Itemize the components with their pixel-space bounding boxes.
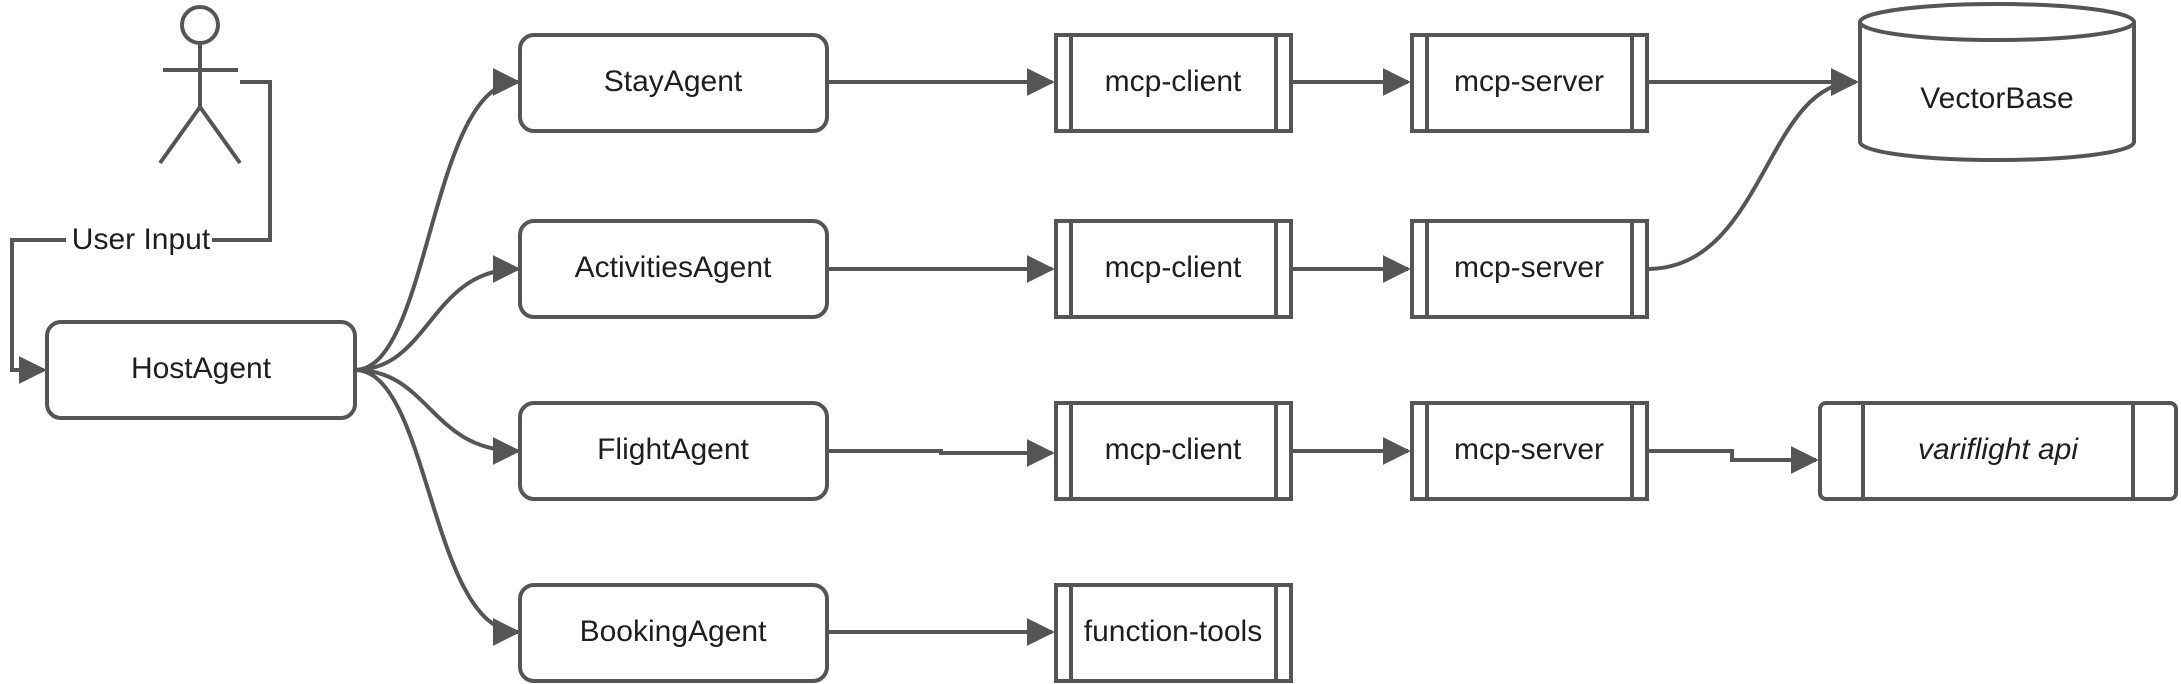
connector-host-to-booking [354, 368, 521, 646]
activities-agent-node: ActivitiesAgent [518, 219, 829, 319]
mcp-server-flight-label: mcp-server [1454, 433, 1604, 466]
host-agent-node: HostAgent [45, 320, 357, 420]
mcp-client-flight-node: mcp-client [1054, 401, 1293, 501]
connector-server-flight-to-variflight [1647, 446, 1819, 474]
host-agent-label: HostAgent [131, 352, 272, 385]
flight-agent-node: FlightAgent [518, 401, 829, 501]
user-input-label-group: User Input [66, 222, 212, 260]
mcp-client-flight-label: mcp-client [1105, 433, 1242, 466]
mcp-client-activities-label: mcp-client [1105, 251, 1242, 284]
stay-agent-node: StayAgent [518, 33, 829, 133]
stay-agent-label: StayAgent [604, 65, 743, 98]
booking-agent-node: BookingAgent [518, 583, 829, 683]
mcp-client-stay-label: mcp-client [1105, 65, 1242, 98]
connector-server-activities-to-vectorbase [1646, 68, 1859, 271]
variflight-api-node: variflight api [1818, 401, 2178, 501]
function-tools-label: function-tools [1084, 615, 1262, 648]
vector-base-node: VectorBase [1858, 2, 2136, 162]
mcp-client-activities-node: mcp-client [1054, 219, 1293, 319]
mcp-server-stay-label: mcp-server [1454, 65, 1604, 98]
connector-flight-to-client [827, 439, 1055, 467]
booking-agent-label: BookingAgent [580, 615, 767, 648]
function-tools-node: function-tools [1054, 583, 1293, 683]
activities-agent-label: ActivitiesAgent [575, 251, 772, 284]
mcp-server-activities-node: mcp-server [1410, 219, 1649, 319]
mcp-server-flight-node: mcp-server [1410, 401, 1649, 501]
flight-agent-label: FlightAgent [597, 433, 749, 466]
mcp-server-stay-node: mcp-server [1410, 33, 1649, 133]
user-input-label: User Input [72, 223, 211, 256]
mcp-server-activities-label: mcp-server [1454, 251, 1604, 284]
variflight-api-label: variflight api [1918, 433, 2079, 466]
connector-host-to-flight [354, 368, 521, 465]
connector-host-to-activities [354, 255, 521, 372]
user-actor [158, 5, 242, 165]
stick-figure-user-icon [158, 5, 242, 165]
connectors [10, 68, 1859, 646]
vector-base-label: VectorBase [1920, 82, 2073, 115]
connector-host-to-stay [354, 68, 521, 372]
mcp-client-stay-node: mcp-client [1054, 33, 1293, 133]
